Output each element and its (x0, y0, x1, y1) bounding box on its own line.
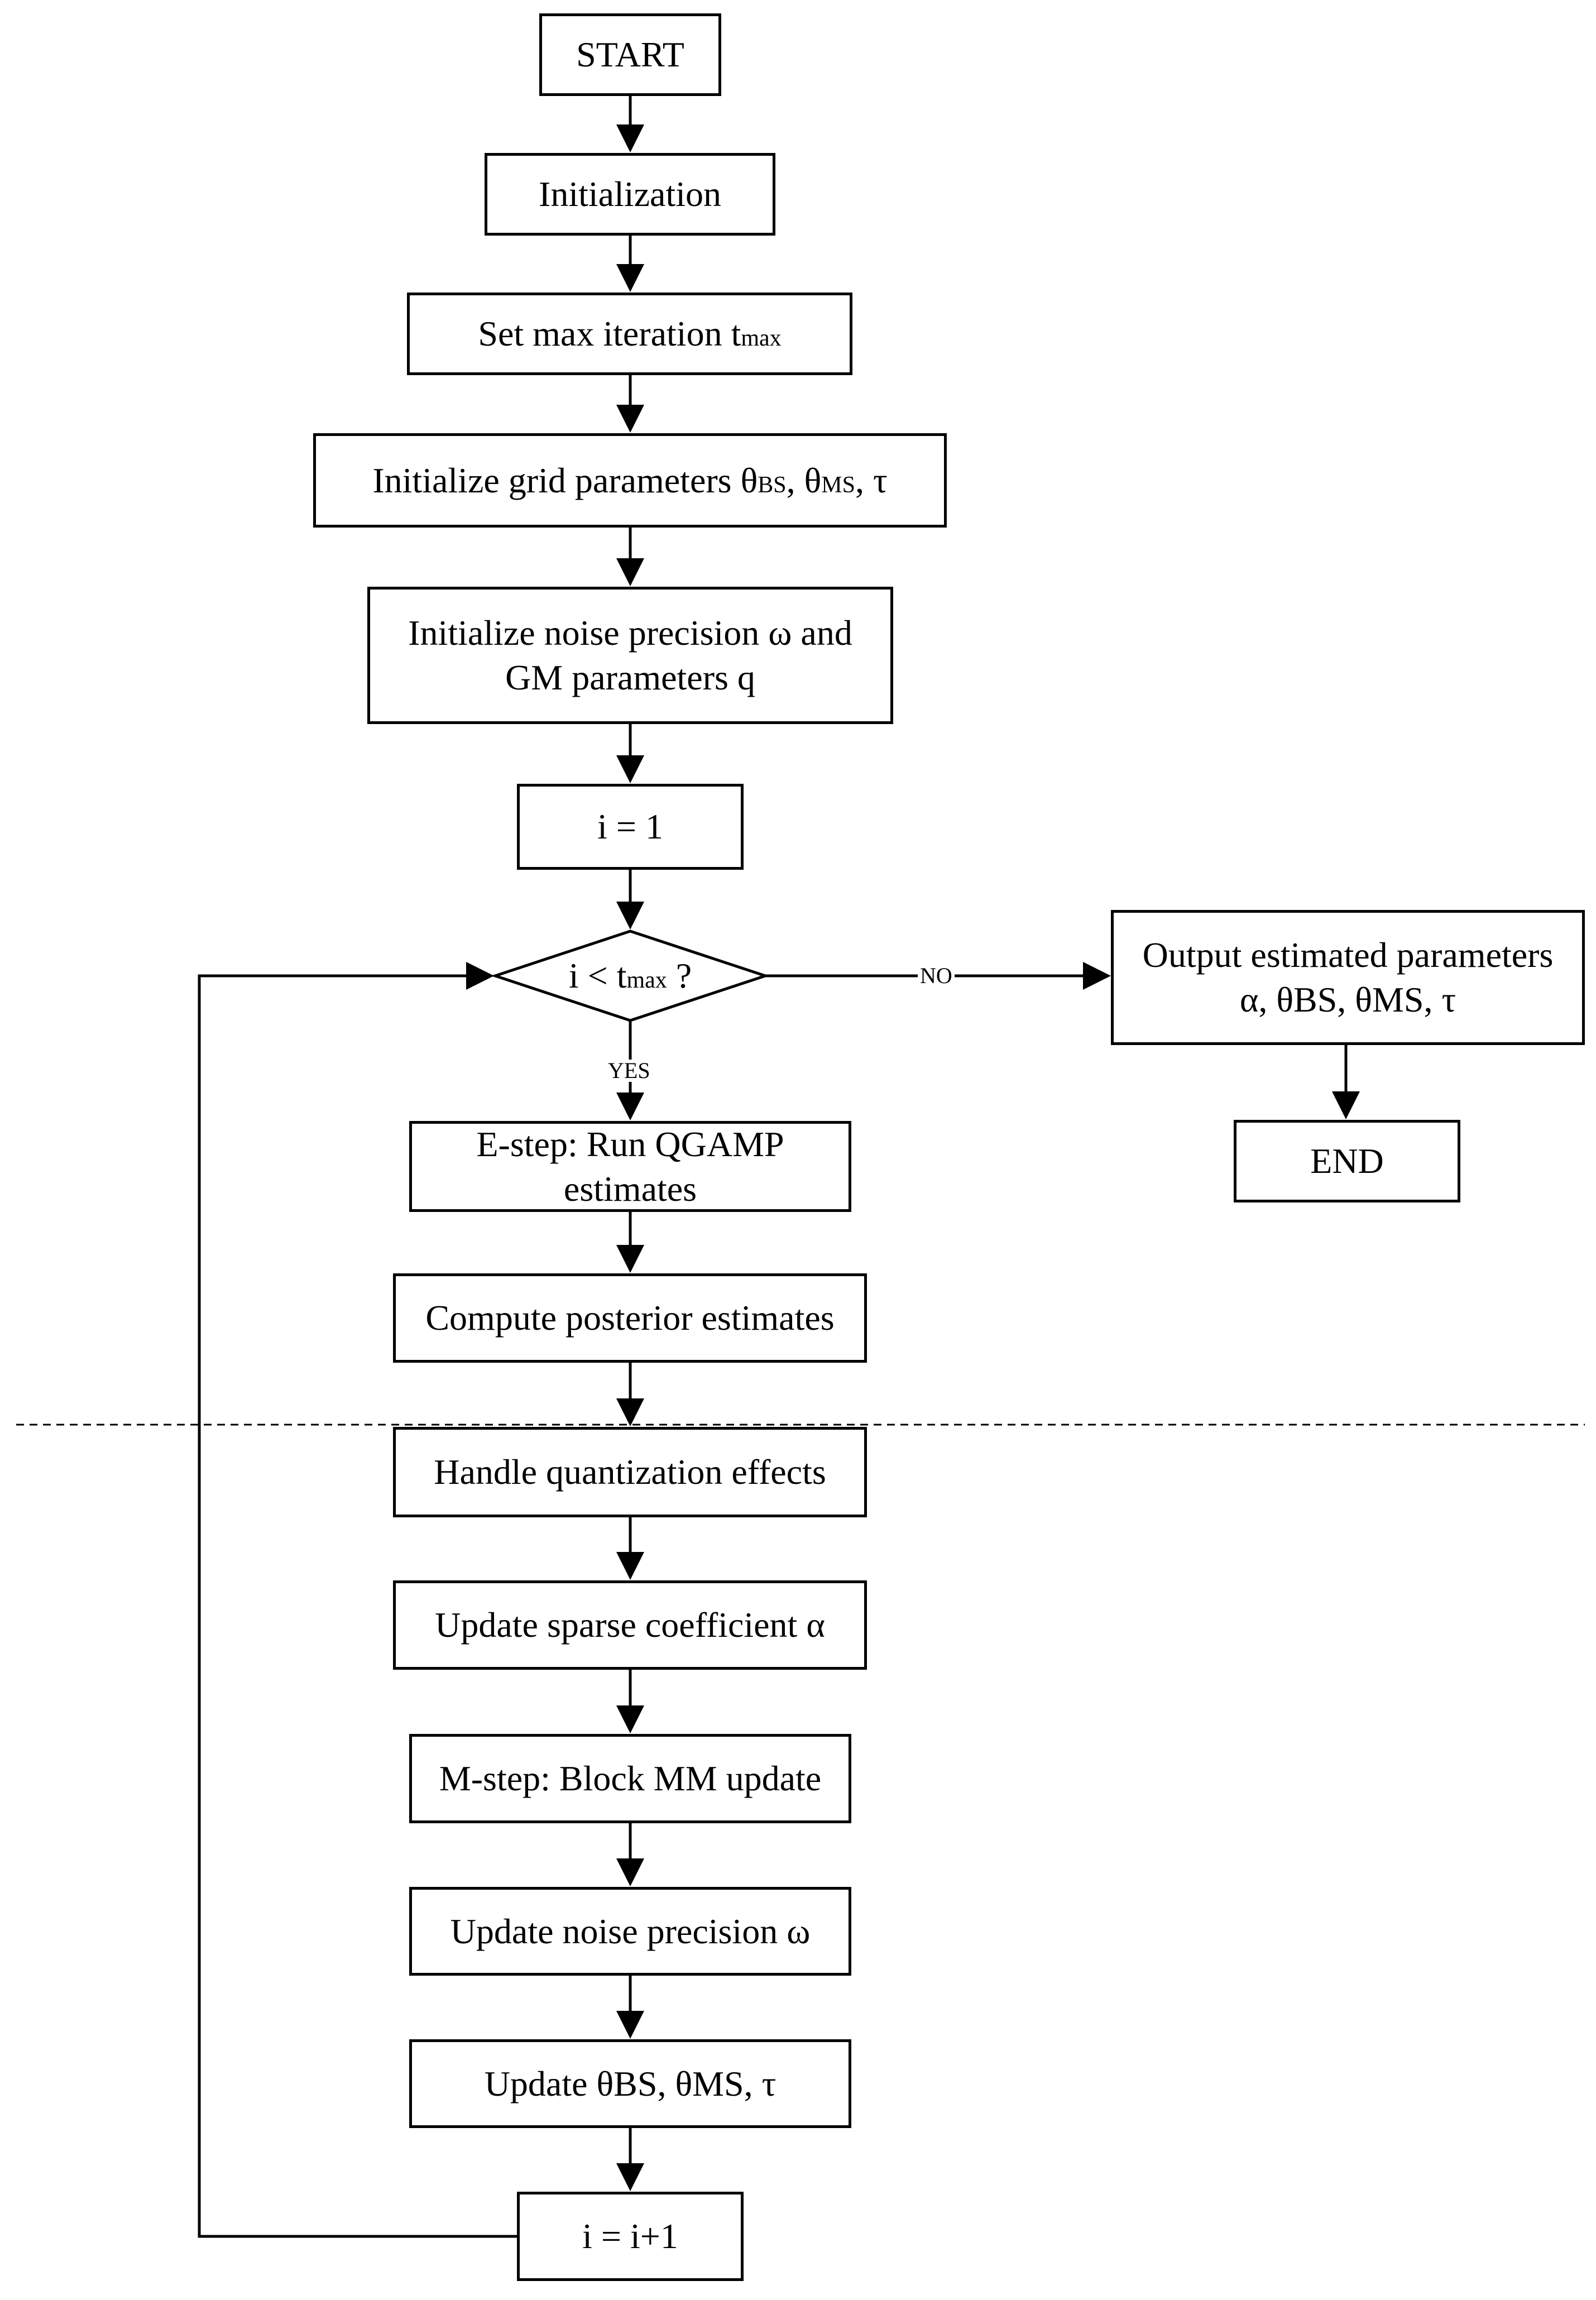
noise-precision-box: Update noise precision ω (409, 1887, 851, 1976)
quantization-label: Handle quantization effects (434, 1452, 826, 1492)
no-label: NO (918, 965, 955, 987)
e-step-line1: E-step: Run QGAMP (476, 1124, 784, 1164)
output-line2: α, θBS, θMS, τ (1239, 980, 1456, 1019)
start-box: START (539, 13, 721, 96)
posterior-box: Compute posterior estimates (393, 1273, 867, 1363)
init-noise-box: Initialize noise precision ω and GM para… (367, 587, 893, 724)
yes-label: YES (606, 1060, 653, 1082)
initialization-label: Initialization (539, 174, 721, 214)
noise-precision-label: Update noise precision ω (450, 1911, 811, 1951)
m-step-box: M-step: Block MM update (409, 1734, 851, 1823)
init-noise-line1: Initialize noise precision ω and (408, 613, 852, 653)
start-label: START (576, 35, 684, 74)
quantization-box: Handle quantization effects (393, 1427, 867, 1517)
i-equals-1-box: i = 1 (517, 784, 744, 870)
decision-diamond (491, 929, 770, 1022)
loop-back-arrow (198, 962, 517, 2238)
output-line1: Output estimated parameters (1142, 935, 1554, 975)
init-grid-box: Initialize grid parameters θBS, θMS, τ (313, 433, 947, 528)
update-theta-label: Update θBS, θMS, τ (484, 2063, 777, 2103)
e-step-line2: estimates (563, 1168, 697, 1209)
init-grid-label: Initialize grid parameters θBS, θMS, τ (372, 460, 888, 500)
end-box: END (1234, 1120, 1460, 1202)
sparse-coefficient-label: Update sparse coefficient α (435, 1605, 825, 1645)
initialization-box: Initialization (485, 153, 775, 236)
increment-label: i = i+1 (582, 2216, 678, 2256)
init-noise-line2: GM parameters q (505, 658, 755, 697)
m-step-label: M-step: Block MM update (439, 1758, 822, 1798)
output-box: Output estimated parameters α, θBS, θMS,… (1111, 910, 1585, 1045)
i-equals-1-label: i = 1 (597, 807, 663, 846)
set-max-iteration-box: Set max iteration tmax (407, 293, 852, 375)
set-max-iteration-label: Set max iteration tmax (478, 314, 782, 353)
end-label: END (1310, 1141, 1384, 1181)
decision-label: i < tmax ? (568, 956, 692, 995)
update-theta-box: Update θBS, θMS, τ (409, 2039, 851, 2128)
increment-box: i = i+1 (517, 2192, 744, 2281)
sparse-coefficient-box: Update sparse coefficient α (393, 1580, 867, 1670)
e-step-box: E-step: Run QGAMP estimates (409, 1121, 851, 1212)
posterior-label: Compute posterior estimates (425, 1298, 835, 1338)
